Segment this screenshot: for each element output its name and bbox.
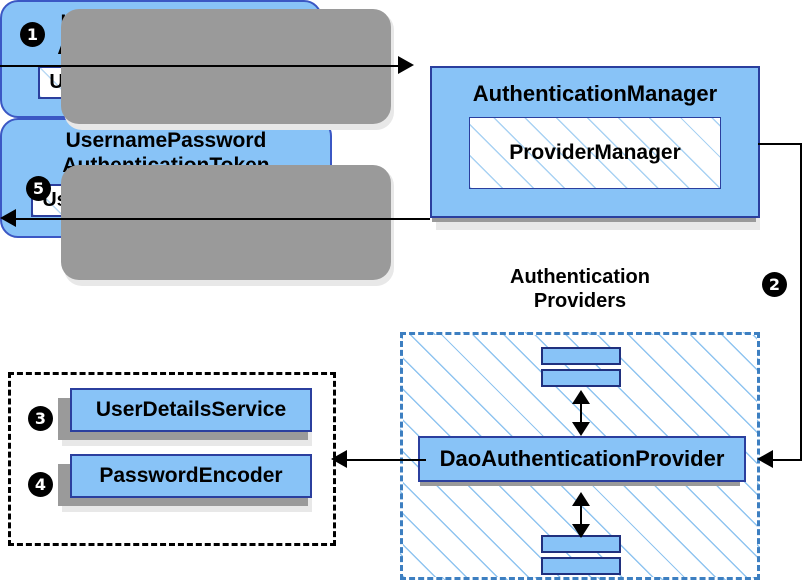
response-return-line <box>14 218 430 220</box>
provider-link-top-line <box>580 396 582 428</box>
step2-arrowhead <box>757 450 773 468</box>
step-marker-1: 1 <box>20 22 45 47</box>
step2-line-top <box>758 143 802 145</box>
authentication-providers-label: Authentication Providers <box>510 266 650 312</box>
response-token-shadow-inner <box>61 165 391 280</box>
user-details-service-box[interactable]: UserDetailsService <box>70 388 312 432</box>
step-marker-2: 2 <box>762 272 787 297</box>
provider-manager-label: ProviderManager <box>509 141 681 164</box>
provider-link-top-arrow-down <box>572 422 590 436</box>
dao-authentication-provider-label: DaoAuthenticationProvider <box>439 446 725 471</box>
user-details-service-label: UserDetailsService <box>95 398 287 421</box>
inbound-request-line <box>0 65 400 67</box>
provider-manager-box[interactable]: ProviderManager <box>469 117 721 189</box>
other-provider-bar-top-1[interactable] <box>541 347 621 365</box>
response-return-arrowhead <box>0 209 16 227</box>
other-provider-bar-top-2[interactable] <box>541 369 621 387</box>
step-marker-5: 5 <box>26 176 51 201</box>
provider-link-bottom-arrow-up <box>572 492 590 506</box>
provider-link-bottom-line <box>580 498 582 530</box>
password-encoder-box[interactable]: PasswordEncoder <box>70 454 312 498</box>
dao-authentication-provider-box[interactable]: DaoAuthenticationProvider <box>418 436 746 482</box>
step-marker-3: 3 <box>28 406 53 431</box>
step2-line-right <box>800 143 802 461</box>
step2-line-bottom <box>772 459 802 461</box>
step-marker-4: 4 <box>28 472 53 497</box>
provider-link-bottom-arrow-down <box>572 524 590 538</box>
provider-link-top-arrow-up <box>572 390 590 404</box>
password-encoder-label: PasswordEncoder <box>99 464 283 487</box>
authentication-manager-box[interactable]: AuthenticationManager ProviderManager <box>430 66 760 218</box>
authentication-manager-title: AuthenticationManager <box>472 81 718 106</box>
other-provider-bar-bottom-2[interactable] <box>541 557 621 575</box>
inbound-request-arrowhead <box>398 56 414 74</box>
dependencies-arrowhead <box>331 450 347 468</box>
dependencies-line <box>346 459 426 461</box>
